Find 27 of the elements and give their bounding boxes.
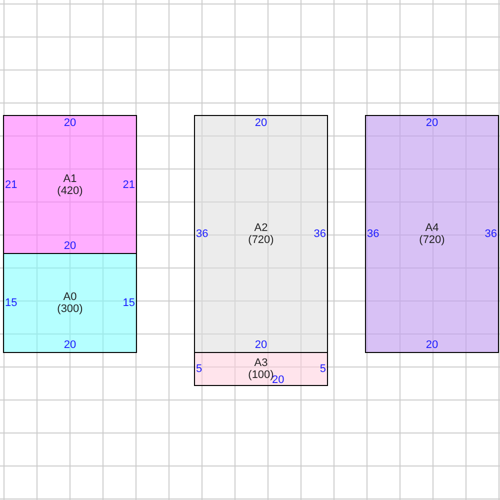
dimension-value: 21: [5, 178, 18, 190]
dimension-value: 36: [314, 228, 326, 240]
dimension-value: 20: [426, 117, 438, 129]
dimension-value: 20: [64, 240, 76, 252]
dimension-value: 36: [196, 228, 208, 240]
sheet-label: A2 (720): [247, 222, 275, 246]
paper-rectangle: [194, 115, 328, 353]
dimension-value: 5: [320, 363, 326, 375]
dimension-value: 20: [426, 339, 438, 351]
dimension-value: 20: [64, 117, 76, 129]
dimension-value: 36: [367, 228, 380, 240]
dimension-value: 20: [64, 339, 76, 351]
dimension-value: 20: [254, 117, 268, 129]
sheet-label: A1 (420): [56, 172, 84, 196]
dimension-value: 15: [5, 297, 18, 309]
paper-rectangle: [3, 253, 137, 353]
dimension-value: 20: [254, 339, 268, 351]
dimension-value: 15: [122, 297, 135, 309]
dimension-value: 20: [272, 374, 284, 386]
dimension-value: 21: [122, 178, 135, 190]
dimension-value: 36: [484, 228, 497, 240]
paper-rectangle: [365, 115, 499, 353]
paper-rectangle: [194, 352, 328, 386]
sheet-label: A4 (720): [418, 222, 446, 246]
paper-rectangle: [3, 115, 137, 254]
sheet-label: A0 (300): [56, 291, 84, 315]
dimension-value: 5: [196, 363, 202, 375]
